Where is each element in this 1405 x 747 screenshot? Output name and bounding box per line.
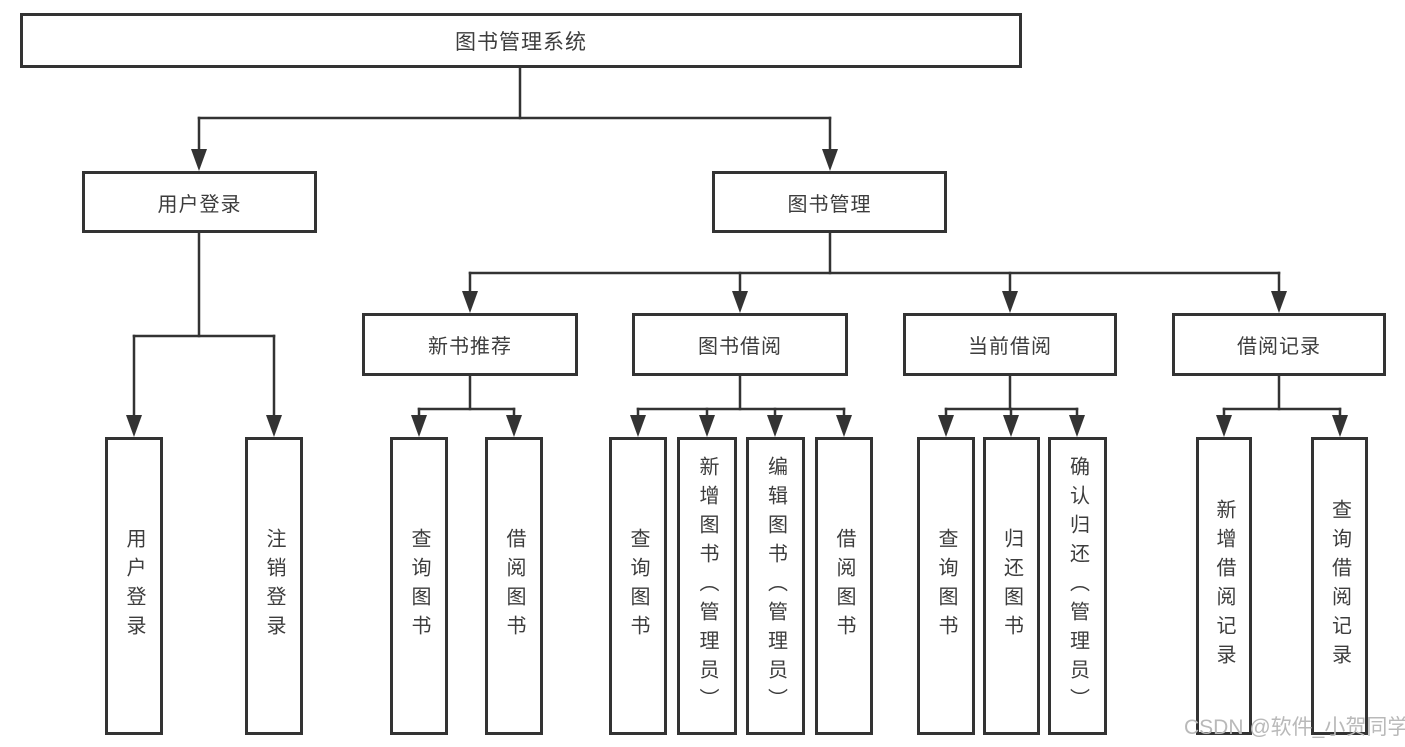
node-leaf-bb-edit-books-admin: 编辑图书（管理员） [746,437,805,735]
node-leaf-cb-return-books: 归还图书 [983,437,1040,735]
edge-current-borrow-to-leaves [938,374,1085,437]
node-leaf-user-login: 用户登录 [105,437,163,735]
node-label: 用户登录 [157,193,242,216]
node-user-login-branch: 用户登录 [82,171,317,233]
node-leaf-bb-add-books-admin: 新增图书（管理员） [677,437,737,735]
edge-book-borrow-to-leaves [630,374,852,437]
edge-borrow-records-to-leaves [1216,374,1348,437]
node-leaf-logout: 注销登录 [245,437,303,735]
node-label: 查询借阅记录 [1328,499,1351,673]
node-label: 确认归还（管理员） [1066,455,1089,717]
node-leaf-nbr-query-books: 查询图书 [390,437,448,735]
node-label: 新增图书（管理员） [696,455,718,717]
node-label: 借阅图书 [503,528,525,644]
node-book-management-branch: 图书管理 [712,171,947,233]
node-label: 查询图书 [408,528,430,644]
edge-book-mgmt-to-level3 [462,231,1287,313]
node-leaf-bb-borrow-books: 借阅图书 [815,437,873,735]
node-label: 查询图书 [935,528,957,644]
node-label: 编辑图书（管理员） [764,455,787,717]
node-borrow-records: 借阅记录 [1172,313,1386,376]
edge-new-book-rec-to-leaves [411,374,522,437]
node-label: 注销登录 [263,528,285,644]
node-label: 归还图书 [1000,528,1023,644]
csdn-watermark: CSDN @软件_小贺同学 [1184,716,1405,739]
edge-user-login-to-leaves [126,231,282,437]
node-label: 图书管理系统 [455,30,587,54]
node-label: 借阅记录 [1237,336,1321,358]
node-library-system-root: 图书管理系统 [20,13,1022,68]
node-new-book-recommend: 新书推荐 [362,313,578,376]
node-current-borrow: 当前借阅 [903,313,1117,376]
node-label: 图书管理 [787,193,872,216]
node-leaf-cb-query-books: 查询图书 [917,437,975,735]
node-label: 新增借阅记录 [1213,499,1235,673]
node-leaf-br-add-record: 新增借阅记录 [1196,437,1252,735]
node-leaf-bb-query-books: 查询图书 [609,437,667,735]
node-leaf-nbr-borrow-books: 借阅图书 [485,437,543,735]
node-leaf-cb-confirm-return-admin: 确认归还（管理员） [1048,437,1107,735]
node-label: 当前借阅 [968,336,1052,358]
node-label: 借阅图书 [833,528,855,644]
edge-root-to-level2 [191,66,838,171]
node-label: 新书推荐 [428,336,512,358]
node-label: 查询图书 [627,528,649,644]
node-book-borrow: 图书借阅 [632,313,848,376]
node-leaf-br-query-record: 查询借阅记录 [1311,437,1368,735]
node-label: 用户登录 [123,528,145,644]
node-label: 图书借阅 [698,336,782,358]
